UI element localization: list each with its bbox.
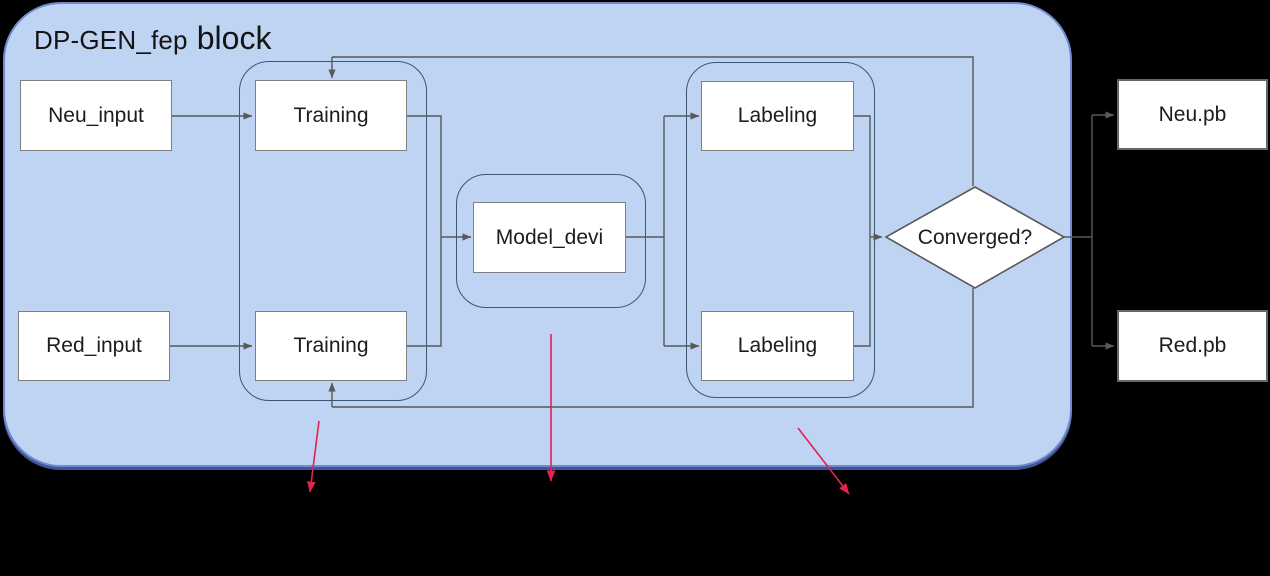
connector-training-merge — [407, 115, 442, 347]
connector-labeling-merge — [854, 115, 871, 347]
node-labeling-bottom: Labeling — [701, 311, 854, 381]
connector-converged-split — [1064, 115, 1093, 346]
node-training-top: Training — [255, 80, 407, 151]
converged-label: Converged? — [917, 225, 1033, 249]
model-devi-group-outline — [456, 174, 646, 308]
converged-diamond — [884, 186, 1066, 289]
node-neu-pb: Neu.pb — [1117, 79, 1268, 150]
connector-feedback-bottom — [332, 288, 974, 408]
node-neu-input: Neu_input — [20, 80, 172, 151]
node-training-bottom: Training — [255, 311, 407, 381]
highlight-arrow-training — [306, 420, 320, 493]
node-labeling-top: Labeling — [701, 81, 854, 151]
training-group-outline — [239, 61, 427, 401]
connector-feedback-top — [332, 56, 974, 186]
block-title-prefix: DP-GEN_fep — [34, 25, 188, 55]
connector-model-devi-split — [626, 116, 665, 346]
node-red-pb: Red.pb — [1117, 310, 1268, 382]
labeling-group-outline — [686, 62, 875, 398]
node-red-input: Red_input — [18, 311, 170, 381]
node-model-devi: Model_devi — [473, 202, 626, 273]
highlight-arrow-labeling — [797, 427, 850, 495]
block-title-suffix: block — [196, 20, 272, 56]
block-title: DP-GEN_fep block — [34, 20, 271, 57]
